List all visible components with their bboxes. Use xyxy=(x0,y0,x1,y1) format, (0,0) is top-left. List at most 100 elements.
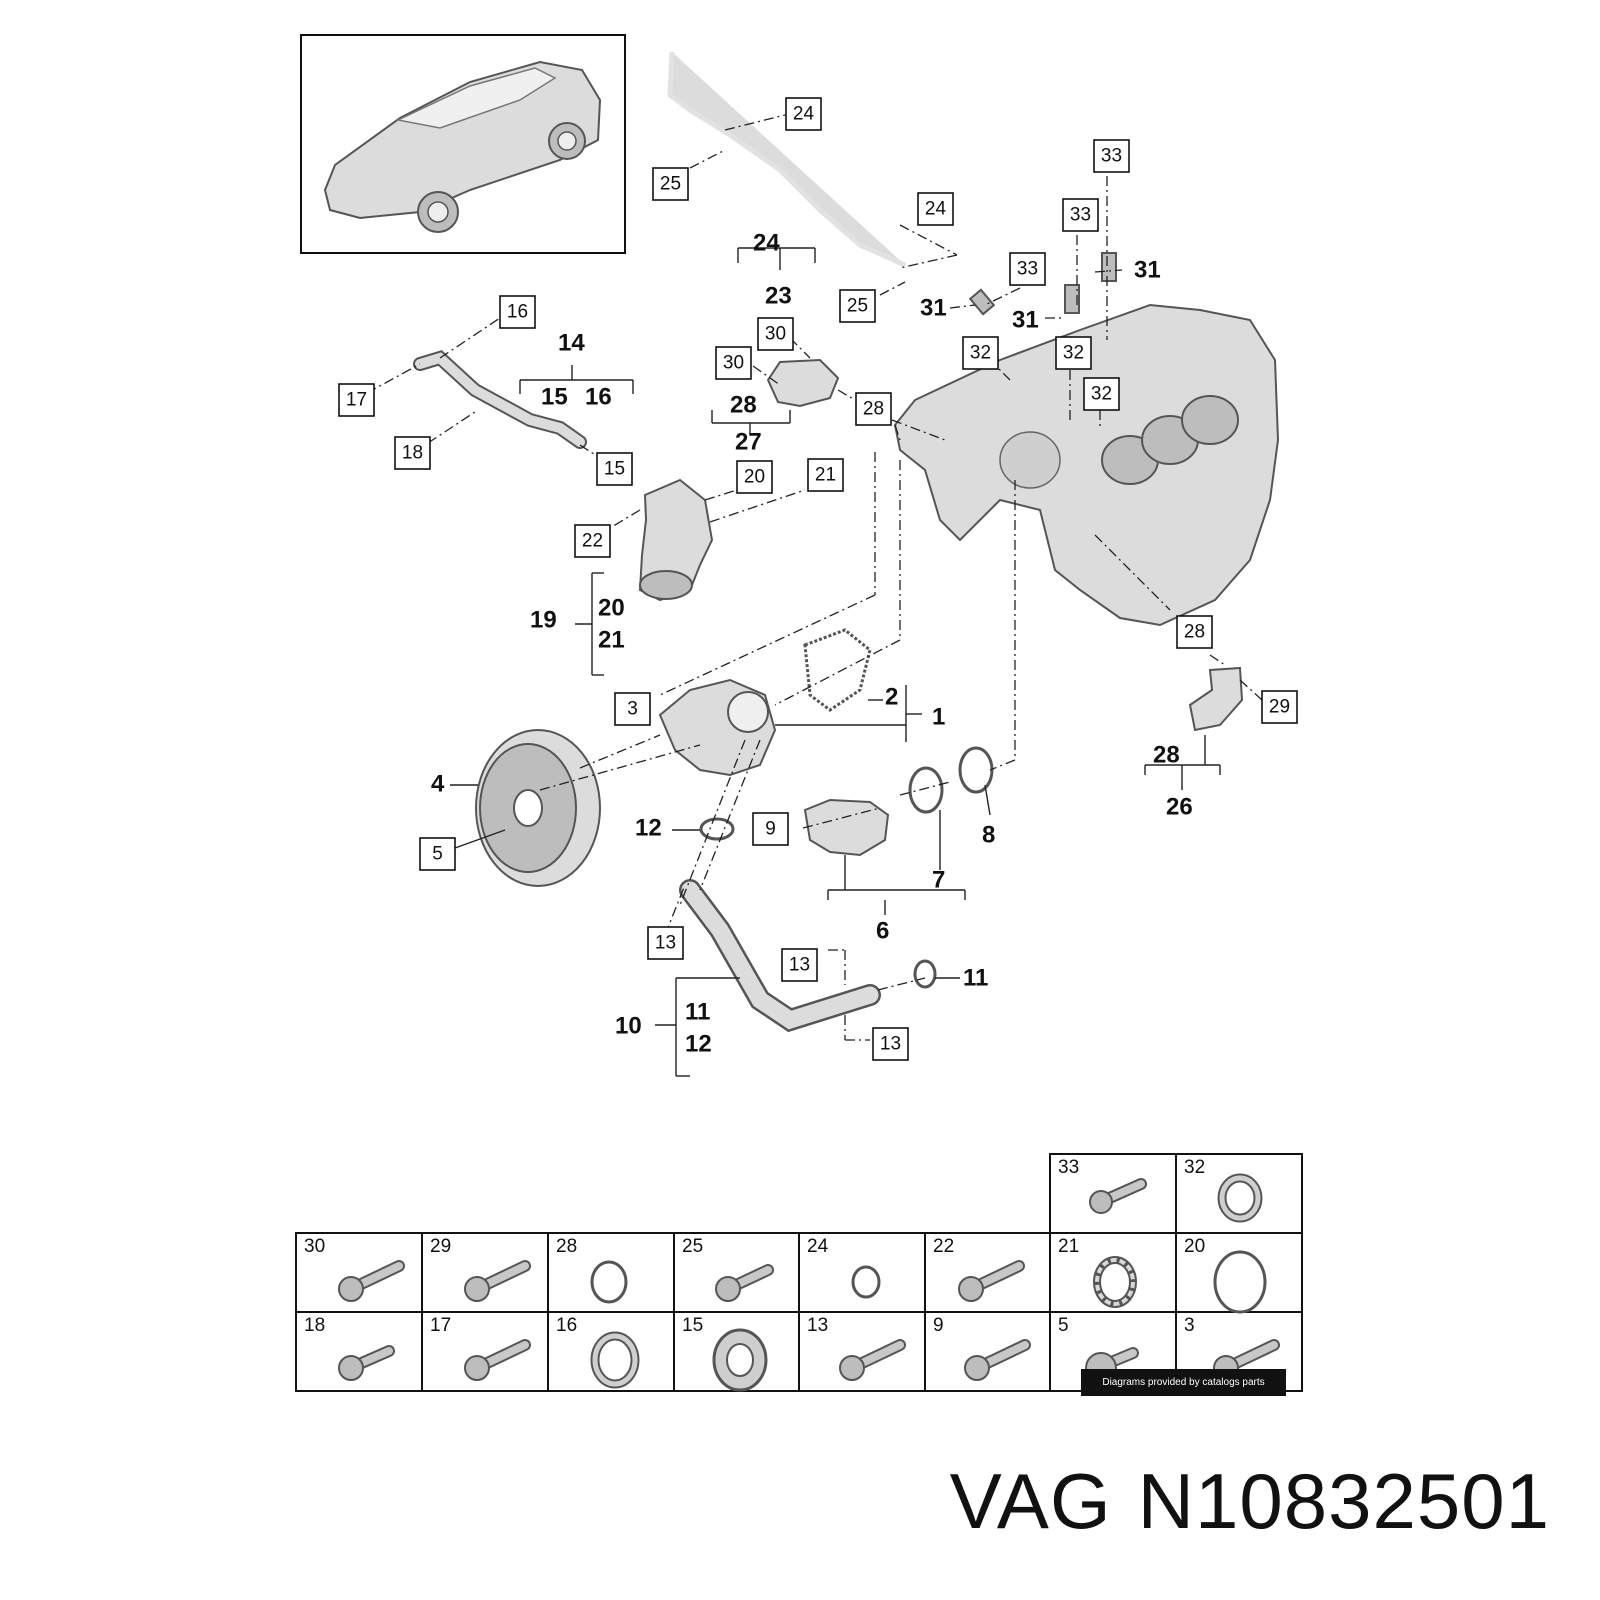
svg-text:13: 13 xyxy=(880,1034,901,1055)
seal-ring-icon xyxy=(590,1331,640,1389)
svg-text:22: 22 xyxy=(582,531,603,552)
table-cell-number: 32 xyxy=(1184,1157,1205,1178)
table-cell-number: 13 xyxy=(807,1315,828,1336)
svg-text:30: 30 xyxy=(765,324,786,345)
label-15: 15 xyxy=(541,384,568,411)
table-cell-number: 20 xyxy=(1184,1236,1205,1257)
callout-29: 29 xyxy=(1261,690,1298,724)
brand-name: VAG xyxy=(949,1457,1112,1545)
label-27: 27 xyxy=(735,429,762,456)
callout-25: 25 xyxy=(839,289,876,323)
radial-seal-icon xyxy=(712,1328,768,1392)
callout-13: 13 xyxy=(647,926,684,960)
label-1: 1 xyxy=(932,704,945,731)
label-21: 21 xyxy=(598,627,625,654)
o-ring-icon xyxy=(1213,1250,1267,1314)
bolt-icon xyxy=(839,1339,906,1381)
water-pump xyxy=(658,678,777,777)
svg-text:24: 24 xyxy=(925,199,947,220)
svg-text:3: 3 xyxy=(627,699,638,720)
coolant-pipe-10 xyxy=(679,879,881,1033)
callout-28: 28 xyxy=(1176,615,1213,649)
vehicle-thumbnail xyxy=(300,34,626,254)
seal-ring-icon xyxy=(1217,1173,1263,1223)
label-7: 7 xyxy=(932,867,945,894)
callout-22: 22 xyxy=(574,524,611,558)
svg-text:5: 5 xyxy=(432,844,443,865)
callout-24: 24 xyxy=(785,97,822,131)
callout-33: 33 xyxy=(1093,139,1130,173)
seal-ring-icon xyxy=(1093,1256,1137,1308)
o-ring-icon xyxy=(590,1260,628,1304)
label-11: 11 xyxy=(963,965,988,992)
plain-labels: 24 23 31 31 31 14 15 16 28 27 19 20 21 2… xyxy=(431,230,1193,1058)
svg-text:21: 21 xyxy=(815,465,836,486)
bolt-icon xyxy=(464,1260,531,1302)
label-16: 16 xyxy=(585,384,612,411)
svg-text:13: 13 xyxy=(655,933,676,954)
label-31: 31 xyxy=(920,295,947,322)
svg-text:28: 28 xyxy=(1184,622,1205,643)
svg-text:32: 32 xyxy=(1063,343,1084,364)
thermostat-6 xyxy=(803,798,890,857)
parts-table: 33 32 30 29 28 25 24 22 21 20 18 17 16 1… xyxy=(295,1153,1303,1392)
coolant-hose-top xyxy=(667,51,907,268)
table-cell-number: 17 xyxy=(430,1315,451,1336)
table-cell-number: 15 xyxy=(682,1315,703,1336)
label-10: 10 xyxy=(615,1013,642,1040)
callout-5: 5 xyxy=(419,837,456,871)
callout-24: 24 xyxy=(917,192,954,226)
label-4: 4 xyxy=(431,771,445,798)
svg-text:17: 17 xyxy=(346,390,367,411)
callout-15: 15 xyxy=(596,452,633,486)
callout-32: 32 xyxy=(1083,377,1120,411)
label-20: 20 xyxy=(598,595,625,622)
leader-lines xyxy=(366,114,1263,1077)
pulley xyxy=(475,729,601,887)
label-12: 12 xyxy=(685,1031,712,1058)
svg-text:16: 16 xyxy=(507,302,528,323)
label-8: 8 xyxy=(982,822,995,849)
callout-32: 32 xyxy=(1055,336,1092,370)
label-31: 31 xyxy=(1134,257,1161,284)
callout-13: 13 xyxy=(781,948,818,982)
table-cell-number: 22 xyxy=(933,1236,954,1257)
label-12: 12 xyxy=(635,815,662,842)
coolant-fitting-28 xyxy=(766,358,840,408)
callout-33: 33 xyxy=(1009,252,1046,286)
callout-21: 21 xyxy=(807,458,844,492)
thermostat-housing xyxy=(638,478,714,602)
callout-3: 3 xyxy=(614,692,651,726)
bolt-icon xyxy=(964,1339,1031,1381)
svg-text:25: 25 xyxy=(660,174,681,195)
table-cell-number: 33 xyxy=(1058,1157,1079,1178)
svg-text:28: 28 xyxy=(863,399,884,420)
svg-text:33: 33 xyxy=(1070,205,1091,226)
table-cell-number: 28 xyxy=(556,1236,577,1257)
bolt-icon xyxy=(338,1345,395,1381)
part-number: N10832501 xyxy=(1137,1457,1550,1545)
svg-text:29: 29 xyxy=(1269,697,1290,718)
label-28: 28 xyxy=(730,392,757,419)
label-23: 23 xyxy=(765,283,792,310)
table-cell-number: 24 xyxy=(807,1236,829,1257)
svg-text:18: 18 xyxy=(402,443,423,464)
svg-text:30: 30 xyxy=(723,353,744,374)
label-31: 31 xyxy=(1012,307,1039,334)
part-title: VAG N10832501 xyxy=(950,1456,1550,1547)
table-cell-number: 3 xyxy=(1184,1315,1195,1336)
label-14: 14 xyxy=(558,330,585,357)
svg-text:32: 32 xyxy=(970,343,991,364)
svg-text:24: 24 xyxy=(793,104,815,125)
table-cell-number: 29 xyxy=(430,1236,451,1257)
table-cell-number: 9 xyxy=(933,1315,944,1336)
bolt-icon xyxy=(464,1339,531,1381)
callout-18: 18 xyxy=(394,436,431,470)
label-11: 11 xyxy=(685,999,710,1026)
svg-text:20: 20 xyxy=(744,467,765,488)
svg-text:9: 9 xyxy=(765,819,776,840)
label-26: 26 xyxy=(1166,794,1193,821)
table-cell-number: 21 xyxy=(1058,1236,1079,1257)
svg-text:15: 15 xyxy=(604,459,625,480)
table-cell-number: 18 xyxy=(304,1315,325,1336)
